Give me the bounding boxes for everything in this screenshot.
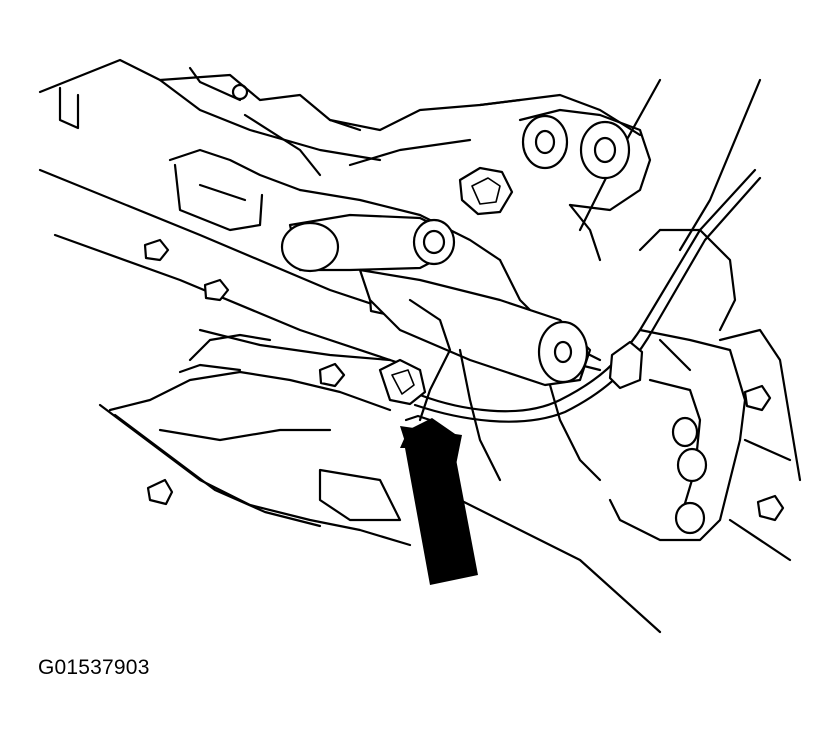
oil-pan-cover bbox=[98, 333, 412, 547]
pump-housing bbox=[608, 228, 802, 562]
fuel-rail bbox=[358, 268, 592, 387]
up-arrow-icon bbox=[400, 414, 478, 585]
engine-line-drawing bbox=[38, 58, 802, 634]
hex-bolt bbox=[458, 166, 514, 216]
coolant-tube bbox=[280, 213, 456, 273]
fuel-line bbox=[378, 168, 762, 423]
figure-id-label: G01537903 bbox=[38, 656, 150, 679]
frame-rails bbox=[38, 78, 762, 634]
engine-block-outline bbox=[38, 58, 642, 177]
upper-bracket bbox=[518, 108, 652, 262]
